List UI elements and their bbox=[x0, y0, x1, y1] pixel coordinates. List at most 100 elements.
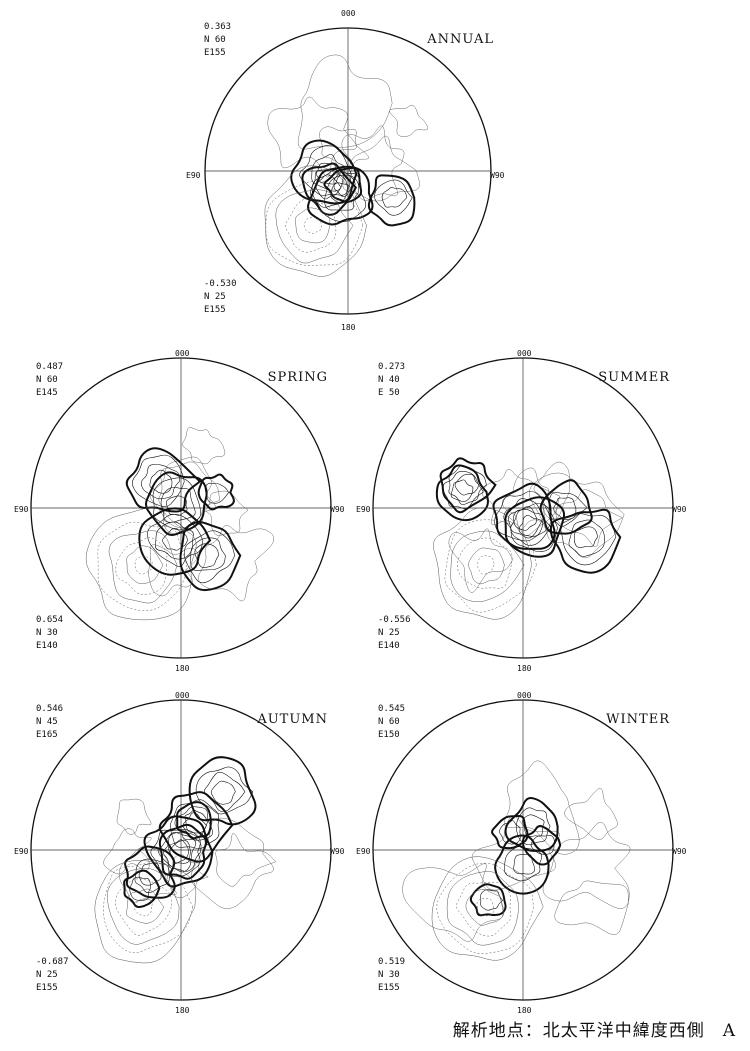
coastline bbox=[503, 760, 580, 855]
contour-line bbox=[165, 495, 188, 516]
map-panel-winter: 000 180 E90 W90 WINTER 0.545 N 60 E150 0… bbox=[356, 690, 686, 1015]
coastline bbox=[319, 126, 370, 174]
contour-line bbox=[381, 187, 408, 208]
coastline bbox=[267, 96, 357, 178]
coastline bbox=[149, 456, 216, 529]
coastline bbox=[402, 863, 505, 942]
min-lon: E155 bbox=[204, 305, 226, 315]
contour-line bbox=[494, 490, 553, 542]
contour-line bbox=[158, 832, 197, 873]
contour-line bbox=[454, 473, 480, 496]
contour-line bbox=[503, 846, 542, 882]
coastline bbox=[205, 490, 249, 536]
contour-line bbox=[549, 508, 622, 574]
coastline bbox=[116, 798, 152, 835]
contour-line bbox=[149, 469, 173, 494]
contour-line bbox=[115, 537, 168, 595]
min-lat: N 30 bbox=[36, 628, 58, 638]
contour-line bbox=[103, 862, 194, 953]
label-w90: W90 bbox=[672, 505, 687, 514]
contour-line bbox=[143, 815, 214, 888]
label-180: 180 bbox=[175, 664, 190, 673]
contour-line bbox=[315, 162, 341, 185]
map-panel-spring: 000 180 E90 W90 SPRING 0.487 N 60 E145 0… bbox=[14, 348, 344, 673]
contour-line bbox=[548, 491, 588, 527]
max-value: 0.545 bbox=[378, 704, 406, 714]
contour-line bbox=[324, 174, 359, 211]
label-e90: E90 bbox=[186, 171, 201, 180]
contour-line bbox=[311, 154, 345, 192]
caption: 解析地点：北太平洋中緯度西側 A bbox=[452, 1021, 736, 1041]
coastline bbox=[342, 135, 420, 202]
contour-line bbox=[295, 207, 331, 244]
contour-line bbox=[504, 797, 559, 852]
contour-line bbox=[330, 182, 354, 204]
contour-line bbox=[158, 791, 234, 863]
contour-line bbox=[160, 486, 196, 523]
label-000: 000 bbox=[175, 691, 190, 700]
contour-line bbox=[560, 513, 617, 566]
season-title: SPRING bbox=[267, 370, 328, 385]
label-e90: E90 bbox=[356, 505, 371, 514]
contour-line bbox=[134, 555, 153, 575]
max-lon: E145 bbox=[36, 388, 58, 398]
label-w90: W90 bbox=[330, 505, 345, 514]
contour-line bbox=[303, 216, 322, 234]
max-lat: N 45 bbox=[36, 717, 58, 727]
contour-line bbox=[494, 834, 550, 895]
contour-line bbox=[140, 464, 180, 500]
label-000: 000 bbox=[175, 349, 190, 358]
contour-line bbox=[456, 882, 512, 937]
min-lat: N 25 bbox=[378, 628, 400, 638]
contour-line bbox=[492, 482, 556, 550]
contour-map-spring bbox=[30, 357, 332, 659]
contour-line bbox=[530, 835, 555, 855]
contour-line bbox=[108, 530, 178, 604]
map-panel-annual: 000 180 E90 W90 ANNUAL 0.363 N 60 E155 -… bbox=[186, 8, 504, 332]
contour-line bbox=[152, 477, 202, 531]
label-e90: E90 bbox=[14, 847, 29, 856]
contour-line bbox=[450, 530, 525, 603]
coastline bbox=[297, 54, 393, 150]
contour-line bbox=[194, 543, 219, 568]
label-180: 180 bbox=[517, 1006, 532, 1015]
contour-line bbox=[290, 139, 358, 205]
contour-line bbox=[442, 470, 484, 510]
coastline bbox=[564, 788, 618, 840]
contour-line bbox=[444, 519, 537, 613]
max-lat: N 60 bbox=[36, 375, 58, 385]
coastline bbox=[533, 461, 571, 520]
max-lat: N 40 bbox=[378, 375, 400, 385]
label-w90: W90 bbox=[490, 171, 505, 180]
contour-map-autumn bbox=[30, 699, 332, 1001]
min-value: 0.519 bbox=[378, 957, 406, 967]
coastline bbox=[471, 815, 560, 891]
label-000: 000 bbox=[341, 9, 356, 18]
coastline bbox=[198, 525, 275, 602]
contour-line bbox=[85, 507, 197, 621]
contour-line bbox=[480, 889, 504, 911]
map-panel-summer: 000 180 E90 W90 SUMMER 0.273 N 40 E 50 -… bbox=[356, 348, 686, 673]
contour-line bbox=[133, 898, 153, 917]
min-lon: E140 bbox=[36, 641, 58, 651]
contour-line bbox=[439, 457, 497, 514]
contour-line bbox=[129, 876, 151, 902]
contour-line bbox=[503, 498, 544, 539]
contour-line bbox=[457, 537, 513, 589]
contour-line bbox=[264, 165, 367, 277]
contour-line bbox=[197, 473, 235, 511]
contour-line bbox=[106, 868, 180, 945]
contour-line bbox=[94, 860, 197, 964]
contour-line bbox=[115, 878, 172, 936]
season-title: AUTUMN bbox=[257, 712, 328, 727]
contour-line bbox=[450, 479, 474, 503]
min-lat: N 25 bbox=[36, 970, 58, 980]
contour-line bbox=[432, 507, 532, 620]
coastline bbox=[554, 880, 629, 935]
max-lon: E165 bbox=[36, 730, 58, 740]
max-value: 0.546 bbox=[36, 704, 64, 714]
label-e90: E90 bbox=[356, 847, 371, 856]
max-lat: N 60 bbox=[378, 717, 400, 727]
contour-line bbox=[574, 526, 598, 548]
contour-line bbox=[476, 898, 495, 917]
